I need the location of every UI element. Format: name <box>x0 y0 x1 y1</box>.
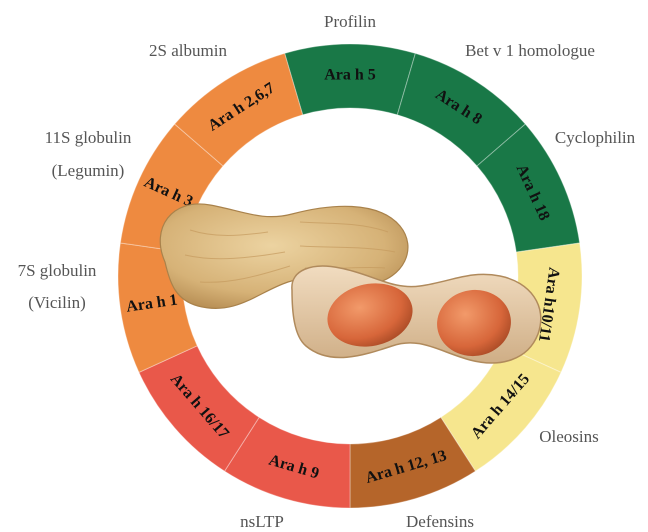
segment-label: Ara h 5 <box>324 67 376 84</box>
label-cyclophilin: Cyclophilin <box>555 128 636 147</box>
label-11s-globulin: 11S globulin <box>45 128 132 147</box>
label-vicilin: (Vicilin) <box>28 293 86 312</box>
label-defensins: Defensins <box>406 512 474 531</box>
peanut-illustration <box>160 204 541 363</box>
label-nsltp: nsLTP <box>240 512 284 531</box>
label-2s-albumin: 2S albumin <box>149 41 227 60</box>
label-oleosins: Oleosins <box>539 427 599 446</box>
label-profilin: Profilin <box>324 12 376 31</box>
label-bet-v1-homologue: Bet v 1 homologue <box>465 41 595 60</box>
label-7s-globulin: 7S globulin <box>18 261 97 280</box>
label-legumin: (Legumin) <box>52 161 125 180</box>
